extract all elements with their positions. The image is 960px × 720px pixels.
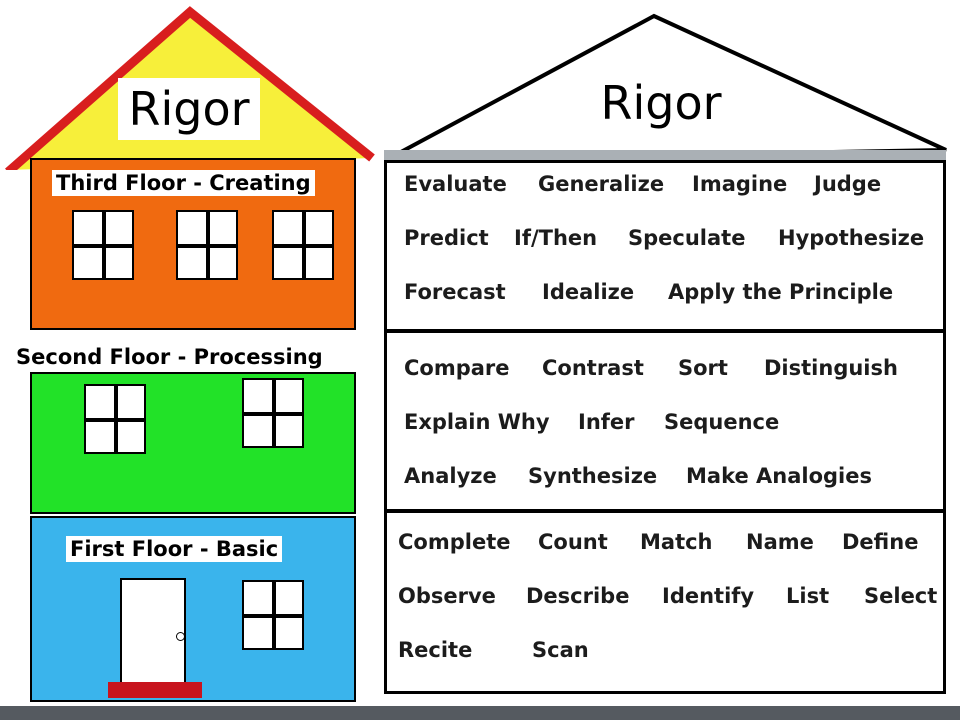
- verb-complete: Complete: [398, 530, 511, 554]
- verb-evaluate: Evaluate: [404, 172, 507, 196]
- verb-compare: Compare: [404, 356, 510, 380]
- first-floor-verbs-panel: [384, 510, 946, 694]
- second-floor-label: Second Floor - Processing: [12, 344, 327, 370]
- verb-contrast: Contrast: [542, 356, 644, 380]
- window-icon: [242, 378, 304, 448]
- third-floor-label: Third Floor - Creating: [52, 170, 315, 196]
- verb-synthesize: Synthesize: [528, 464, 658, 488]
- verb-explain-why: Explain Why: [404, 410, 550, 434]
- door-icon: [120, 578, 186, 684]
- verb-apply-the-principle: Apply the Principle: [668, 280, 894, 304]
- verb-sequence: Sequence: [664, 410, 780, 434]
- first-floor-label: First Floor - Basic: [66, 536, 283, 562]
- verb-hypothesize: Hypothesize: [778, 226, 925, 250]
- doorknob-icon: [176, 632, 185, 641]
- right-roof-title: Rigor: [600, 76, 722, 130]
- window-icon: [242, 580, 304, 650]
- verb-analyze: Analyze: [404, 464, 497, 488]
- verb-define: Define: [842, 530, 919, 554]
- window-icon: [84, 384, 146, 454]
- verb-select: Select: [864, 584, 938, 608]
- doorstep: [108, 682, 202, 698]
- verb-identify: Identify: [662, 584, 755, 608]
- second-floor-verbs-panel: [384, 330, 946, 512]
- verb-idealize: Idealize: [542, 280, 635, 304]
- verb-recite: Recite: [398, 638, 473, 662]
- verb-forecast: Forecast: [404, 280, 506, 304]
- window-icon: [72, 210, 134, 280]
- verb-match: Match: [640, 530, 713, 554]
- verb-speculate: Speculate: [628, 226, 746, 250]
- verb-describe: Describe: [526, 584, 630, 608]
- verb-make-analogies: Make Analogies: [686, 464, 872, 488]
- left-roof-title: Rigor: [118, 78, 260, 140]
- verb-observe: Observe: [398, 584, 496, 608]
- right-roof: [384, 13, 947, 162]
- second-floor: [30, 372, 356, 514]
- verb-if-then: If/Then: [514, 226, 598, 250]
- verb-distinguish: Distinguish: [764, 356, 898, 380]
- verb-sort: Sort: [678, 356, 728, 380]
- verb-scan: Scan: [532, 638, 589, 662]
- verb-list: List: [786, 584, 830, 608]
- verb-imagine: Imagine: [692, 172, 788, 196]
- verb-judge: Judge: [814, 172, 882, 196]
- verb-generalize: Generalize: [538, 172, 665, 196]
- window-icon: [176, 210, 238, 280]
- verb-infer: Infer: [578, 410, 635, 434]
- bottom-band: [0, 706, 960, 720]
- window-icon: [272, 210, 334, 280]
- verb-predict: Predict: [404, 226, 489, 250]
- verb-name: Name: [746, 530, 814, 554]
- verb-count: Count: [538, 530, 608, 554]
